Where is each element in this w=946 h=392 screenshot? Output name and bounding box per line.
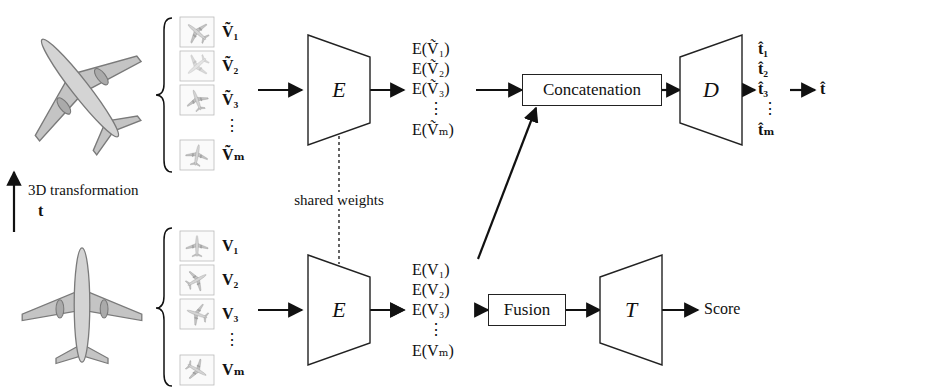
view-label: Ṽₘ [222,146,245,164]
edge-label: shared weights [292,192,386,209]
drawing-part [22,248,142,364]
drawing-part [181,49,214,82]
feature-label: E(V₂) [412,281,450,299]
drawing-part [183,300,211,328]
feature-label: E(Vₘ) [412,342,454,360]
encoder: E [308,35,370,145]
drawing-part [180,265,214,295]
drawing-part [183,300,211,328]
output-label: t̂ [820,80,825,98]
trapezoid [308,255,370,365]
feature-label: E(Ṽ₁) [412,40,450,58]
concat-box: Concatenation [522,74,662,106]
trapezoid [308,35,370,145]
drawing-part [186,235,208,256]
airplane-transformed [0,0,170,177]
connector [662,90,680,91]
output-label: t̂₁ [758,40,768,58]
caption-text: 3D transformation [28,181,138,199]
drawing-part [181,49,214,82]
drawing-part [181,15,214,48]
connector-line [478,108,536,259]
view-label: V₂ [222,271,238,289]
score-label: Score [704,300,740,318]
drawing-part [184,143,209,168]
connector-line [370,309,404,311]
network-name: E [332,297,345,323]
feature-label: E(Ṽₘ) [412,121,454,139]
connector-line [476,89,522,91]
connector-line [566,309,600,311]
brace [156,228,172,386]
output-label: t̂ₘ [758,121,775,139]
decoder: D [680,35,742,145]
connector [370,108,536,310]
drawing-part [180,85,214,115]
feature-label: E(V₃) [412,301,450,319]
connector-line [662,89,680,91]
connector-line [370,89,404,91]
output-arrow [742,89,755,91]
trapezoid [600,255,662,365]
network-name: T [625,297,637,323]
drawing-part [181,15,214,48]
connector-line [370,309,404,311]
network-name: E [332,77,345,103]
view-planes [181,15,214,384]
output-arrow [662,309,698,311]
view-label: Ṽ₂ [222,57,238,75]
encoder: E [308,255,370,365]
drawing-part [183,86,211,114]
drawing-part [180,140,214,170]
view-label: Ṽ₁ [222,23,238,41]
view-label: V₁ [222,237,238,255]
drawing-part [0,0,170,177]
feature-label: E(V₁) [412,261,450,279]
drawing-part [182,355,212,385]
drawing-part [180,231,214,261]
connector [566,310,600,311]
connector-line [476,309,488,311]
drawing-part [180,299,214,329]
brace [156,18,172,172]
view-label: V₃ [222,305,238,323]
drawing-part [182,355,212,385]
ellipsis: ⋮ [428,321,444,339]
feature-label: E(Ṽ₂) [412,60,450,78]
network-name: D [703,77,719,103]
vector-symbol: t [38,202,43,220]
feature-label: E(Ṽ₃) [412,80,450,98]
drawing-part [184,143,209,168]
drawing-part [182,265,212,295]
drawing-part [180,355,214,385]
view-label: Vₘ [222,361,245,379]
drawing-part [183,86,211,114]
view-label: Ṽ₃ [222,91,238,109]
view-thumbnails [180,17,214,385]
score-network: T [600,255,662,365]
input-arrow [258,309,302,311]
output-label: t̂₃ [758,80,768,98]
drawing-part [182,265,212,295]
output-arrow [790,89,815,91]
trapezoid [680,35,742,145]
output-label: t̂₂ [758,60,768,78]
box-label: Concatenation [543,80,641,100]
input-arrow [258,89,302,91]
ellipsis: ⋮ [224,117,240,135]
drawing-part [186,235,208,256]
airplane-original [22,248,142,364]
ellipsis: ⋮ [428,100,444,118]
transform-arrow [13,172,15,232]
ellipsis: ⋮ [224,331,240,349]
box-label: Fusion [504,300,550,320]
fusion-box: Fusion [488,294,566,326]
ellipsis: ⋮ [762,100,778,118]
